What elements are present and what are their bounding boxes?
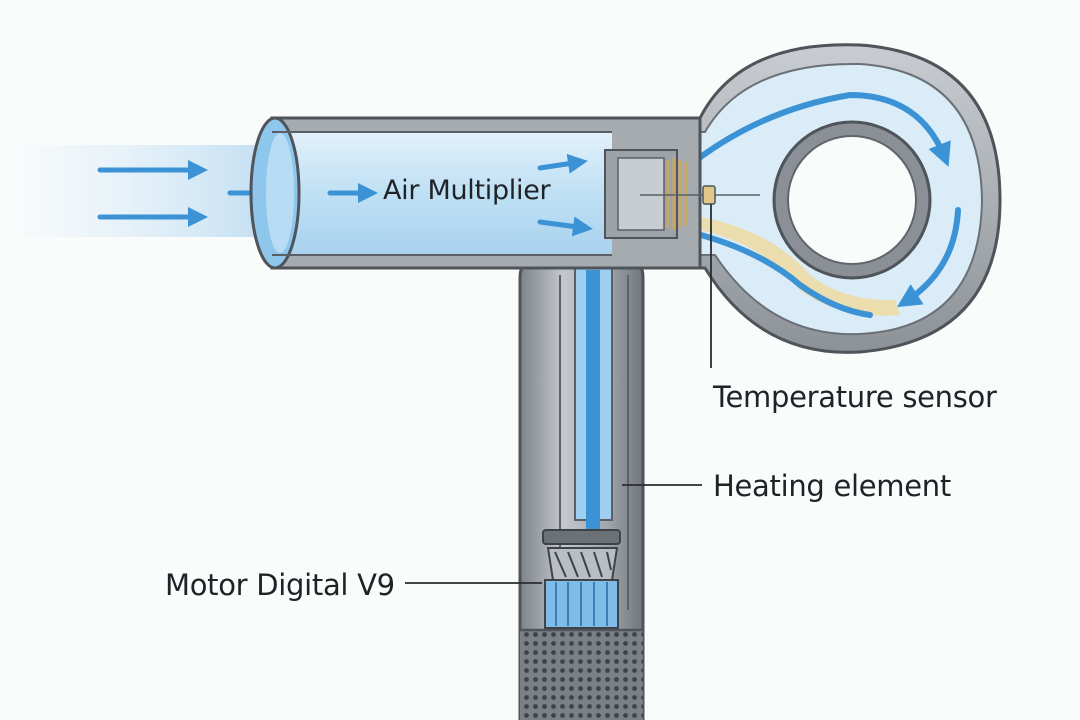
label-heating-element: Heating element: [713, 469, 951, 503]
sensor-probe: [702, 185, 716, 205]
leader-lines: [405, 204, 712, 584]
handle-airflow: [586, 270, 600, 530]
label-temperature-sensor: Temperature sensor: [713, 380, 997, 414]
ring-airflow-arrows: [687, 91, 961, 318]
warm-airflow: [690, 215, 900, 316]
air-multiplier-barrel: [249, 116, 760, 270]
handle: [518, 253, 645, 720]
mesh-intake: [520, 630, 643, 720]
heating-coil: [666, 158, 688, 230]
motor-assembly: [542, 529, 621, 629]
label-motor: Motor Digital V9: [165, 568, 395, 602]
label-air-multiplier: Air Multiplier: [383, 175, 551, 206]
